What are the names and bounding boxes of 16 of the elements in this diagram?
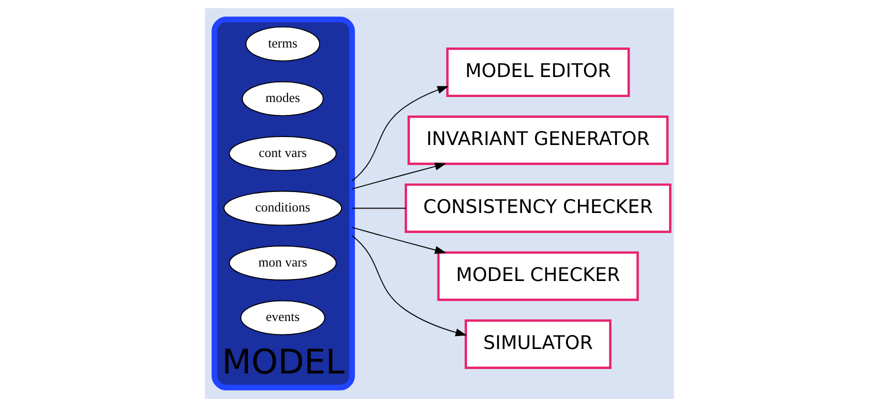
arrow: [352, 86, 449, 182]
node-ellipse: conditions: [224, 190, 342, 226]
node-box: MODEL EDITOR: [446, 48, 630, 98]
arrow: [352, 235, 467, 336]
arrow: [352, 227, 446, 254]
connector: [352, 208, 406, 209]
node-ellipse: events: [240, 300, 326, 336]
node-box: CONSISTENCY CHECKER: [404, 183, 672, 233]
node-box: MODEL CHECKER: [437, 251, 639, 301]
node-ellipse: terms: [246, 26, 320, 62]
node-ellipse: modes: [242, 81, 324, 116]
node-box: INVARIANT GENERATOR: [408, 115, 669, 166]
node-box: SIMULATOR: [464, 319, 612, 369]
arrow: [352, 162, 446, 190]
node-ellipse: cont vars: [228, 136, 337, 171]
node-ellipse: mon vars: [228, 246, 337, 280]
